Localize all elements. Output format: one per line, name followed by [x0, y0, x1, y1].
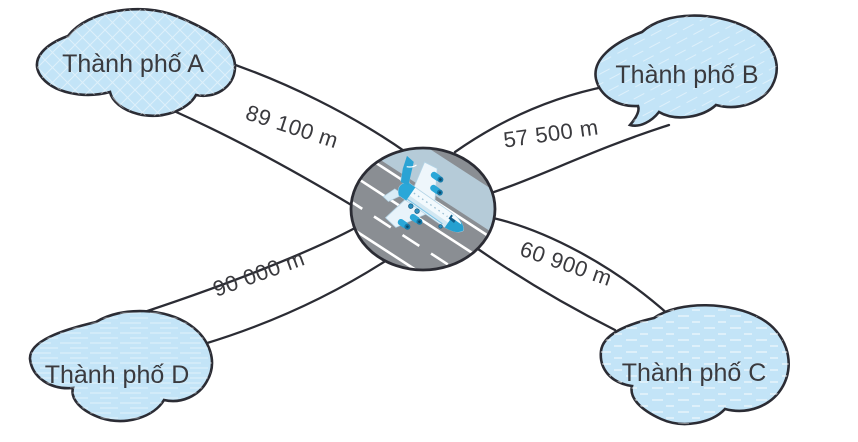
airplane-wheel — [438, 224, 443, 229]
city-c-cloud-texture — [600, 305, 789, 424]
city-node-c: Thành phố C — [599, 303, 790, 426]
road-edge — [216, 57, 409, 155]
airplane-tail-fin — [400, 155, 414, 186]
airplane-nose-highlight — [451, 214, 462, 225]
airplane-engine — [397, 218, 411, 230]
airplane-rear-section — [398, 182, 416, 201]
city-node-d: Thành phố D — [28, 309, 214, 423]
city-b-cloud-texture — [595, 15, 777, 126]
airplane-accent-line — [406, 198, 443, 225]
airport-circle-outline — [349, 146, 497, 272]
road-airport-city-b — [453, 84, 671, 194]
city-b-label: Thành phố B — [615, 61, 758, 89]
city-d-label: Thành phố D — [45, 361, 190, 389]
road-edge — [476, 247, 617, 332]
airplane-icon — [382, 155, 464, 233]
airplane-engine — [430, 184, 443, 196]
road-airport-city-c — [476, 216, 671, 332]
distance-label-city-d: 90 000 m — [210, 245, 309, 301]
airplane-tail-swoosh — [406, 164, 417, 168]
road-edge — [172, 109, 355, 208]
airplane-engine — [409, 213, 423, 225]
airport-node — [349, 146, 497, 272]
airplane-wheel — [414, 208, 420, 214]
airplane-cockpit — [448, 214, 457, 223]
road-edge — [491, 216, 671, 317]
city-d-cloud-texture — [29, 311, 212, 421]
city-a-cloud-texture — [36, 9, 236, 116]
road-airport-city-d — [124, 226, 389, 346]
city-node-a: Thành phố A — [35, 7, 237, 118]
airplane-wheel — [408, 203, 414, 209]
runway-line — [351, 196, 484, 270]
airplane-nose — [444, 214, 464, 233]
city-a-label: Thành phố A — [62, 50, 204, 78]
airplane-windows — [413, 192, 448, 218]
road-edge — [124, 226, 357, 320]
distance-label-city-b: 57 500 m — [502, 114, 600, 152]
city-c-label: Thành phố C — [622, 359, 767, 387]
city-node-b: Thành phố B — [594, 14, 778, 127]
airplane-belly-shade — [403, 193, 451, 229]
road-edge — [202, 258, 389, 346]
runway-line — [351, 178, 495, 270]
road-airport-city-a — [172, 57, 409, 208]
road-edge — [453, 84, 610, 154]
road-edge — [492, 123, 671, 194]
distance-label-city-a: 89 100 m — [243, 100, 342, 153]
airplane-engine — [430, 171, 444, 183]
